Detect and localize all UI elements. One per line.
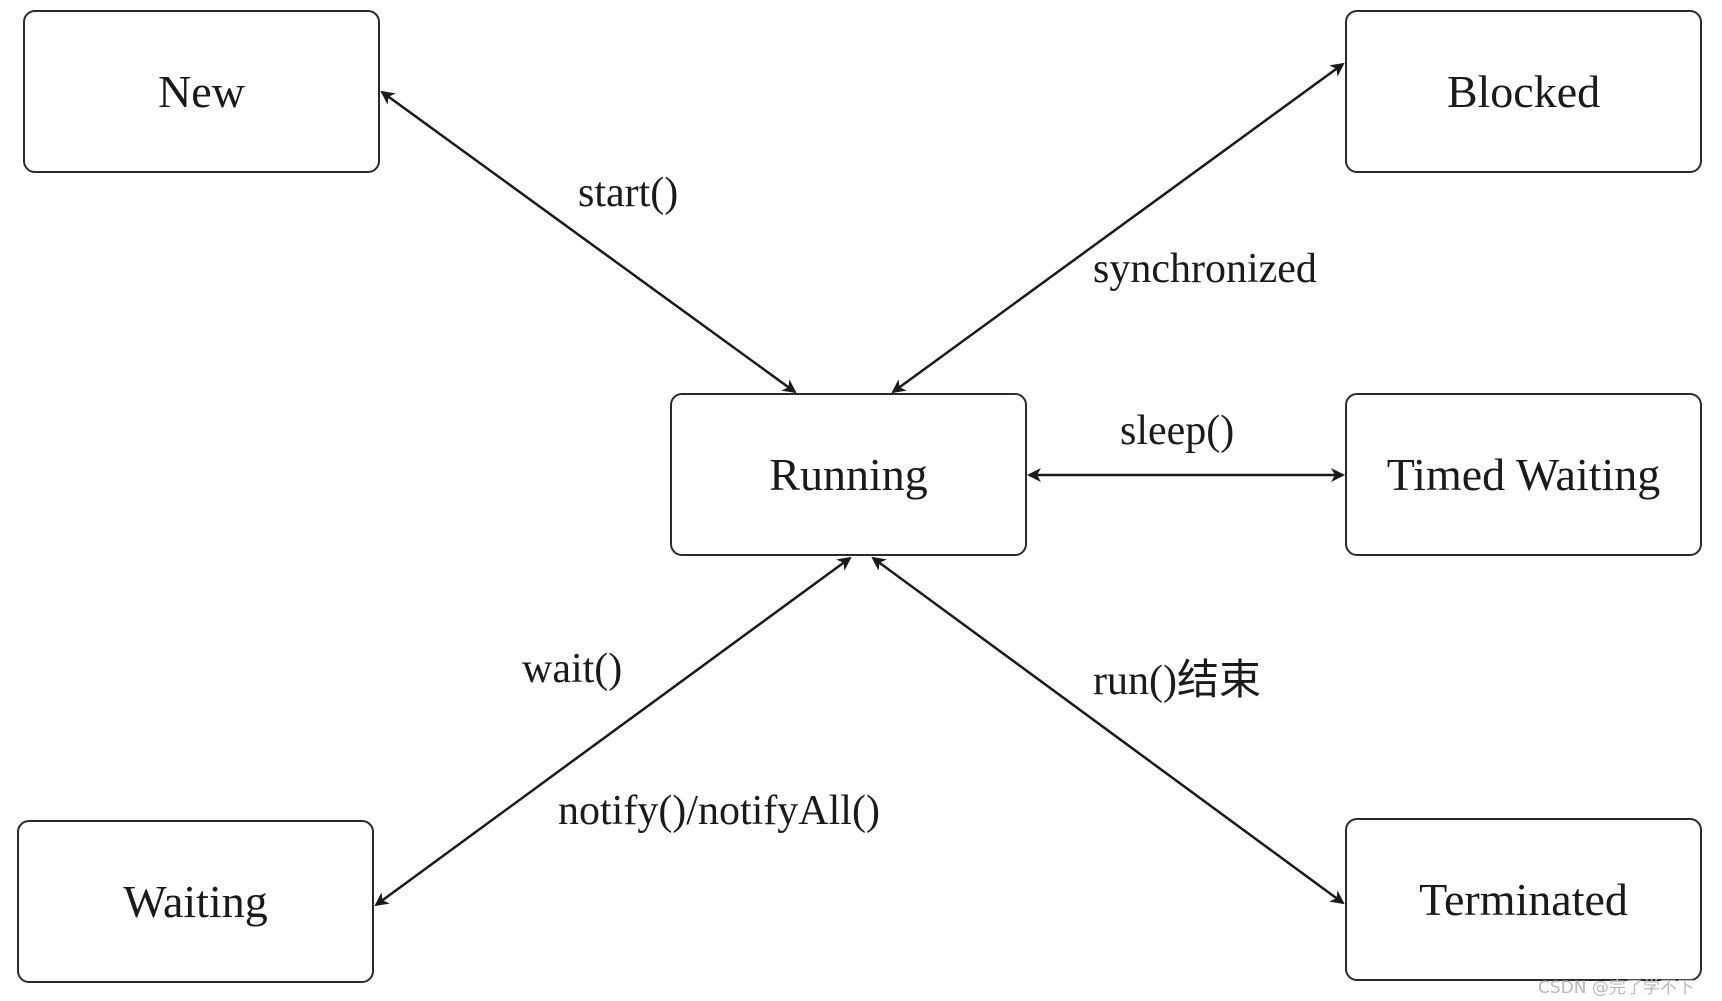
state-timed-waiting-label: Timed Waiting (1386, 449, 1661, 500)
arrow-new-running (380, 90, 797, 394)
transition-label-synchronized: synchronized (1093, 246, 1317, 292)
transition-label-start: start() (578, 170, 679, 216)
state-timed-waiting: Timed Waiting (1345, 393, 1702, 556)
state-running-label: Running (769, 449, 928, 500)
transition-label-wait: wait() (522, 646, 623, 692)
transition-label-sleep: sleep() (1120, 408, 1235, 454)
state-terminated: Terminated (1345, 818, 1702, 981)
state-waiting-label: Waiting (123, 876, 268, 927)
arrow-blocked-running (891, 62, 1345, 394)
state-blocked-label: Blocked (1446, 66, 1601, 117)
transition-label-notify: notify()/notifyAll() (558, 788, 880, 834)
watermark: CSDN @完了学不下 (1538, 978, 1694, 998)
state-blocked: Blocked (1345, 10, 1702, 173)
state-new: New (23, 10, 380, 173)
arrow-running-waiting (374, 556, 852, 907)
transition-label-run-end: run()结束 (1093, 658, 1261, 704)
state-running: Running (670, 393, 1027, 556)
state-new-label: New (158, 66, 245, 117)
arrow-running-terminated (871, 556, 1345, 905)
state-waiting: Waiting (17, 820, 374, 983)
state-terminated-label: Terminated (1419, 874, 1628, 925)
